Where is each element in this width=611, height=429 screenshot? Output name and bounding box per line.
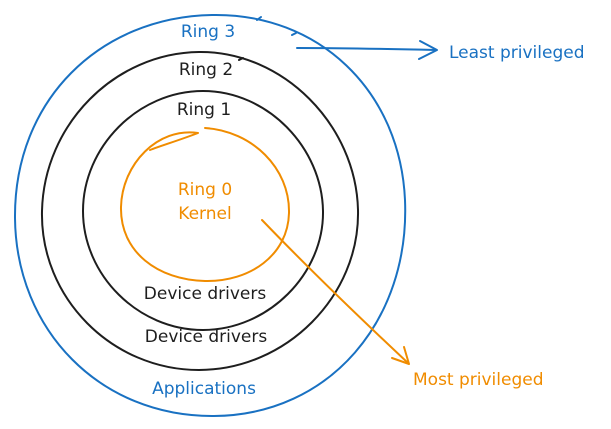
least-privileged-label: Least privileged: [449, 43, 585, 63]
ring-2-role: Device drivers: [145, 327, 268, 347]
most-privileged-label: Most privileged: [413, 370, 544, 390]
most-privileged-arrow: [261, 219, 409, 364]
ring-2-label: Ring 2: [179, 60, 233, 80]
ring-3-label: Ring 3: [181, 22, 235, 42]
ring-0-circle: [119, 127, 291, 283]
sketch-tick-ring-2: [238, 57, 244, 61]
sketch-tick-ring-3: [256, 16, 297, 36]
ring-1-label: Ring 1: [177, 100, 231, 120]
ring-3-role: Applications: [152, 379, 256, 399]
most-privileged-arrowhead: [391, 346, 410, 365]
ring-0-label: Ring 0: [178, 180, 232, 200]
least-privileged-arrow: [296, 47, 437, 51]
ring-2-circle: [40, 50, 360, 371]
ring-1-circle: [82, 90, 325, 331]
ring-0-role: Kernel: [178, 204, 231, 224]
ring-1-role: Device drivers: [144, 284, 267, 304]
least-privileged-arrowhead: [418, 40, 438, 60]
ring-3-circle: [13, 13, 407, 418]
